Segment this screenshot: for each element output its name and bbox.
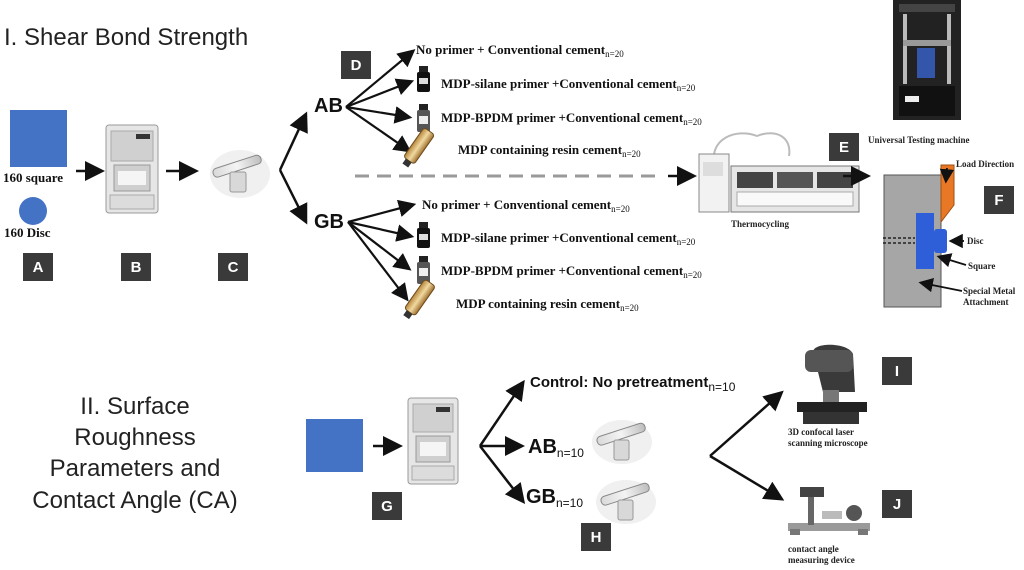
disc-in-fixture [934,229,947,253]
microscope-label: 3D confocal laser scanning microscope [788,427,868,449]
treatment-ab-1: No primer + Conventional cementn=20 [416,42,624,59]
badge-f: F [984,186,1014,214]
square-in-fixture [916,213,934,269]
treatment-ab-3: MDP-BPDM primer +Conventional cementn=20 [441,110,702,127]
confocal-microscope-icon [797,344,867,424]
treatment-gb-1: No primer + Conventional cementn=20 [422,197,630,214]
treatment-gb-2: MDP-silane primer +Conventional cementn=… [441,230,696,247]
resin-cement-syringe-icon [402,128,435,168]
primer-bottle-icon [417,66,430,92]
square-label: 160 square [3,170,64,185]
primer-bottle-icon [417,222,430,248]
thermocycling-label: Thermocycling [731,219,789,229]
primer-bottle-icon [417,104,430,132]
badge-i: I [882,357,912,385]
square-fixture-label: Square [968,261,996,271]
ca-device-label: contact angle measuring device [788,544,855,566]
load-blade [940,164,955,224]
section-1-title: I. Shear Bond Strength [4,24,249,51]
sintering-furnace-icon [407,397,459,485]
badge-b: B [121,253,151,281]
airborne-abrasion-handpiece-icon [592,420,652,464]
airborne-abrasion-handpiece-icon [210,150,270,198]
contact-angle-device-icon [788,487,870,535]
badge-a: A [23,253,53,281]
treatment-ab-2: MDP-silane primer +Conventional cementn=… [441,76,696,93]
treatment-ab-4: MDP containing resin cementn=20 [458,142,641,159]
section-2-title: II. Surface Roughness Parameters and Con… [32,393,238,514]
disc-specimen [19,197,47,225]
group-gb-label: GB [314,211,344,233]
shear-fixture-diagram [883,164,967,308]
thermocycler-icon [698,132,860,213]
badge-g: G [372,492,402,520]
ab-label-2: ABn=10 [528,436,584,460]
disc-fixture-label: Disc [967,236,984,246]
badge-h: H [581,523,611,551]
metal-attachment-label: Special Metal Attachment [963,286,1016,308]
control-label: Control: No pretreatmentn=10 [530,374,736,394]
badge-d: D [341,51,371,79]
group-ab-label: AB [314,95,343,117]
square-specimen [10,110,67,167]
square-specimen-2 [306,419,363,472]
resin-cement-syringe-icon [403,279,435,320]
gb-label-2: GBn=10 [526,486,584,510]
load-direction-label: Load Direction [956,159,1015,169]
arrow-c-gb [278,169,308,225]
universal-testing-machine-icon [893,0,961,120]
utm-label: Universal Testing machine [868,135,970,145]
sintering-furnace-icon [105,124,159,214]
badge-j: J [882,490,912,518]
disc-label: 160 Disc [4,225,51,240]
airborne-abrasion-handpiece-icon [596,480,656,524]
primer-bottle-icon [417,256,430,284]
arrow-c-ab [278,111,308,171]
badge-c: C [218,253,248,281]
treatment-gb-3: MDP-BPDM primer +Conventional cementn=20 [441,263,702,280]
treatment-gb-4: MDP containing resin cementn=20 [456,296,639,313]
badge-e: E [829,133,859,161]
